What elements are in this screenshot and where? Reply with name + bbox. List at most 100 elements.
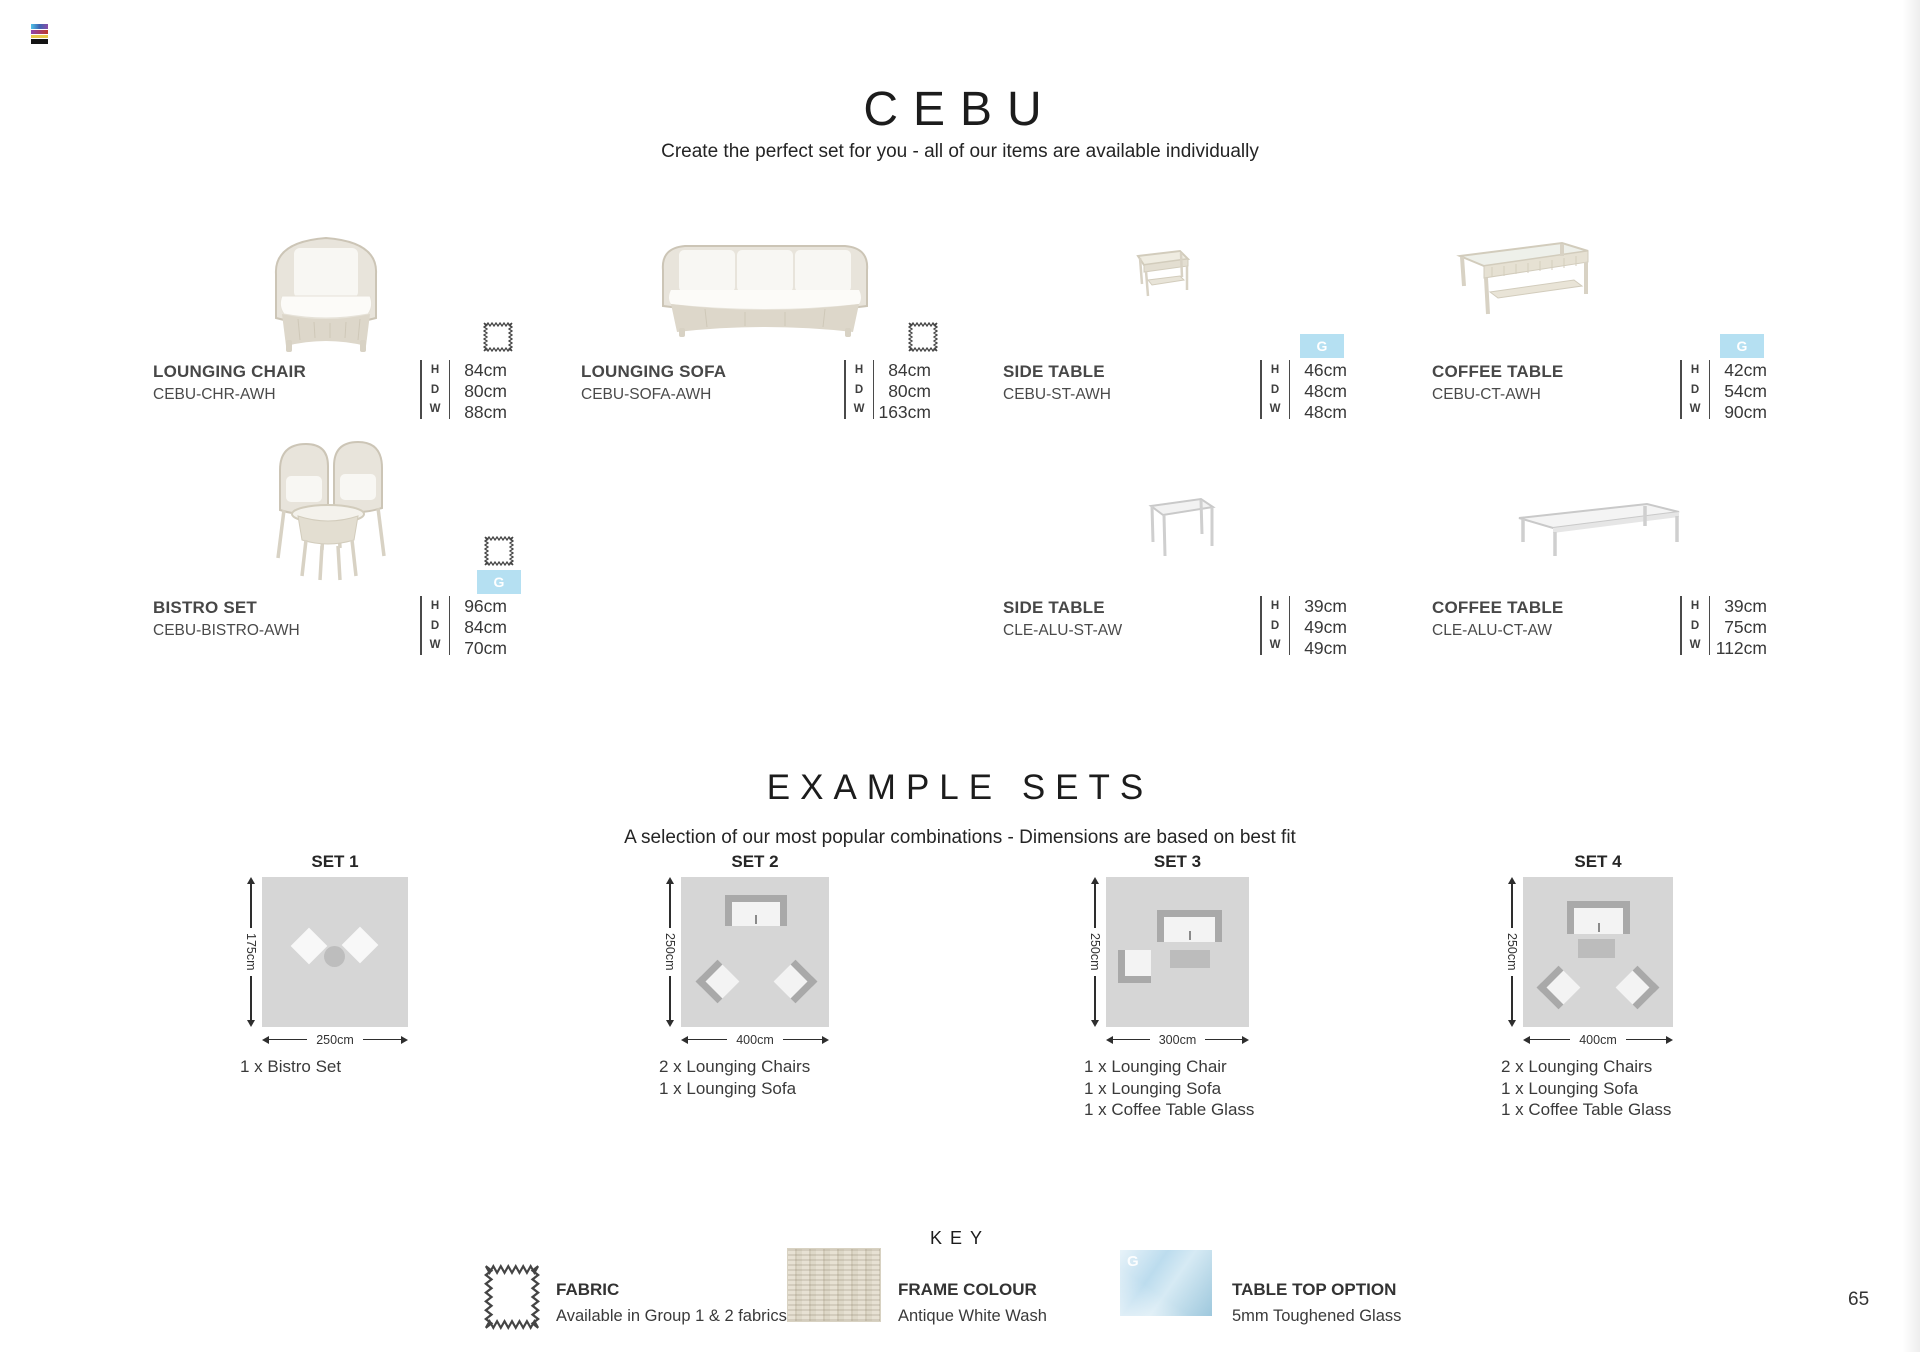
bistro-table-topview [324, 946, 345, 967]
arrow-down-icon [1091, 1020, 1099, 1027]
product-code: CEBU-CT-AWH [1432, 386, 1541, 403]
product-label: COFFEE TABLE CLE-ALU-CT-AW [1432, 598, 1563, 640]
glass-table-top-icon: G [1720, 334, 1764, 358]
product-dimensions: H D W 42cm 54cm 90cm [1680, 360, 1767, 422]
dim-letter-d: D [1270, 383, 1280, 396]
bistro-chair-topview [290, 927, 328, 965]
product-name: SIDE TABLE [1003, 362, 1105, 381]
dim-value-w: 70cm [464, 638, 507, 658]
glass-table-top-icon: G [477, 570, 521, 594]
dim-value-h: 96cm [464, 596, 507, 616]
arrow-left-icon [262, 1035, 269, 1044]
arrow-down-icon [666, 1020, 674, 1027]
product-name: LOUNGING SOFA [581, 362, 727, 381]
product-label: SIDE TABLE CEBU-ST-AWH [1003, 362, 1111, 404]
product-dimensions: H D W 96cm 84cm 70cm [420, 596, 507, 658]
dim-letter-w: W [1689, 639, 1701, 652]
arrow-right-icon [401, 1035, 408, 1044]
dim-value-h: 84cm [888, 360, 931, 380]
set-item: 1 x Lounging Sofa [1501, 1078, 1639, 1098]
set-width-dimension: 400cm [681, 1032, 829, 1047]
dim-value-d: 84cm [464, 617, 507, 637]
chair-topview [1615, 965, 1660, 1010]
dim-value-h: 46cm [1304, 360, 1347, 380]
dim-value-d: 75cm [1724, 617, 1767, 637]
dim-value-h: 42cm [1724, 360, 1767, 380]
arrow-right-icon [822, 1035, 829, 1044]
dim-letter-d: D [1270, 619, 1280, 632]
fabric-swatch-icon [908, 322, 938, 352]
set-contents: 1 x Bistro Set [240, 1056, 341, 1078]
dim-letter-h: H [430, 363, 440, 376]
set-label: SET 3 [1153, 852, 1202, 871]
dim-letter-h: H [430, 599, 440, 612]
arrow-down-icon [1508, 1020, 1516, 1027]
dim-value-w: 163cm [878, 402, 931, 422]
dim-letter-h: H [1270, 599, 1280, 612]
glass-table-top-icon: G [1120, 1250, 1212, 1316]
dim-letter-d: D [1690, 383, 1700, 396]
product-label: SIDE TABLE CLE-ALU-ST-AW [1003, 598, 1122, 640]
coffee-table-topview [1578, 939, 1615, 958]
sofa-topview [1567, 901, 1630, 934]
dim-value-d: 80cm [464, 381, 507, 401]
set-width-label: 400cm [1579, 1032, 1617, 1047]
dim-value-w: 88cm [464, 402, 507, 422]
set-item: 2 x Lounging Chairs [1501, 1057, 1653, 1076]
dim-value-w: 90cm [1724, 402, 1767, 422]
dim-letter-d: D [854, 383, 864, 396]
key-entry-description: Antique White Wash [898, 1307, 1047, 1325]
fabric-swatch-icon [484, 1264, 540, 1330]
chair-topview [773, 959, 818, 1004]
arrow-left-icon [681, 1035, 688, 1044]
arrow-right-icon [1242, 1035, 1249, 1044]
dim-value-d: 49cm [1304, 617, 1347, 637]
product-code: CLE-ALU-CT-AW [1432, 622, 1552, 639]
bistro-chair-topview [341, 926, 379, 964]
arrow-left-icon [1523, 1035, 1530, 1044]
set-depth-dimension: 250cm [663, 877, 677, 1027]
arrow-left-icon [1106, 1035, 1113, 1044]
chair-topview [1536, 965, 1581, 1010]
page-edge-shadow [1902, 0, 1920, 1352]
set-plan-3 [1106, 877, 1249, 1027]
key-entry-name: FABRIC [556, 1280, 620, 1299]
product-code: CEBU-BISTRO-AWH [153, 622, 300, 639]
arrow-up-icon [1091, 877, 1099, 884]
product-label: BISTRO SET CEBU-BISTRO-AWH [153, 598, 300, 640]
product-label: LOUNGING SOFA CEBU-SOFA-AWH [581, 362, 726, 404]
sofa-topview [1157, 910, 1222, 942]
key-entry-name: TABLE TOP OPTION [1232, 1280, 1397, 1299]
wicker-side-table-illustration [1136, 249, 1191, 297]
bistro-set-illustration [276, 440, 386, 581]
key-title: KEY [929, 1228, 991, 1248]
dim-letter-h: H [854, 363, 864, 376]
dim-value-w: 48cm [1304, 402, 1347, 422]
glass-table-top-icon: G [1300, 334, 1344, 358]
arrow-up-icon [666, 877, 674, 884]
product-code: CEBU-ST-AWH [1003, 386, 1111, 403]
sofa-topview [725, 895, 787, 926]
set-item: 2 x Lounging Chairs [659, 1057, 811, 1076]
set-width-label: 250cm [316, 1032, 354, 1047]
dim-value-h: 84cm [464, 360, 507, 380]
dim-value-d: 80cm [888, 381, 931, 401]
set-item: 1 x Bistro Set [240, 1057, 342, 1076]
dim-letter-d: D [430, 383, 440, 396]
set-width-dimension: 250cm [262, 1032, 408, 1047]
set-plan-2 [681, 877, 829, 1027]
product-code: CEBU-SOFA-AWH [581, 386, 712, 403]
set-width-dimension: 300cm [1106, 1032, 1249, 1047]
set-plan-4 [1523, 877, 1673, 1027]
dim-value-w: 49cm [1304, 638, 1347, 658]
product-name: COFFEE TABLE [1432, 598, 1564, 617]
product-dimensions: H D W 46cm 48cm 48cm [1260, 360, 1347, 422]
arrow-up-icon [247, 877, 255, 884]
product-label: COFFEE TABLE CEBU-CT-AWH [1432, 362, 1563, 404]
set-depth-label: 250cm [1088, 933, 1102, 971]
product-name: BISTRO SET [153, 598, 258, 617]
wicker-frame-icon [787, 1248, 881, 1322]
key-entry-description: Available in Group 1 & 2 fabrics [556, 1307, 787, 1325]
key-entry-table-top: TABLE TOP OPTION 5mm Toughened Glass [1232, 1280, 1401, 1326]
product-dimensions: H D W 39cm 75cm 112cm [1680, 596, 1767, 658]
